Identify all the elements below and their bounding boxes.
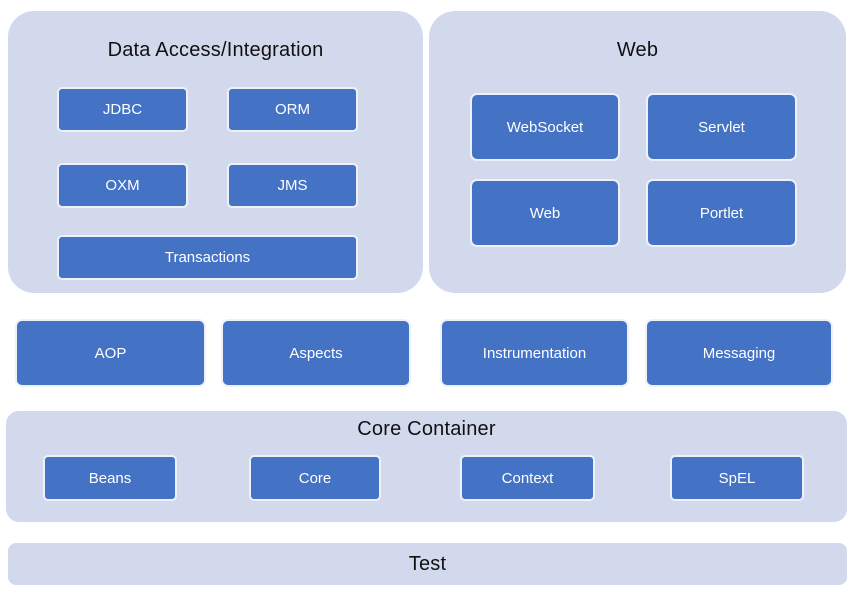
- box-context-label: Context: [501, 469, 554, 487]
- box-context: Context: [460, 455, 595, 501]
- box-portlet: Portlet: [646, 179, 797, 247]
- box-aspects: Aspects: [221, 319, 411, 387]
- box-beans-label: Beans: [88, 469, 132, 487]
- box-spel: SpEL: [670, 455, 804, 501]
- box-servlet: Servlet: [646, 93, 797, 161]
- box-spel-label: SpEL: [718, 469, 756, 487]
- box-messaging-label: Messaging: [702, 344, 776, 362]
- box-jms: JMS: [227, 163, 358, 208]
- box-orm-label: ORM: [275, 101, 310, 118]
- box-websocket: WebSocket: [470, 93, 620, 161]
- box-servlet-label: Servlet: [698, 118, 745, 136]
- panel-title-test: Test: [408, 553, 447, 575]
- panel-test: Test: [8, 543, 847, 585]
- box-jdbc-label: JDBC: [102, 101, 143, 118]
- box-transactions: Transactions: [57, 235, 358, 280]
- box-jdbc: JDBC: [57, 87, 188, 132]
- box-oxm-label: OXM: [105, 177, 140, 194]
- box-beans: Beans: [43, 455, 177, 501]
- box-instrumentation-label: Instrumentation: [482, 344, 587, 362]
- box-instrumentation: Instrumentation: [440, 319, 629, 387]
- box-websocket-label: WebSocket: [506, 118, 584, 136]
- box-orm: ORM: [227, 87, 358, 132]
- panel-title-web: Web: [616, 39, 659, 61]
- box-core: Core: [249, 455, 381, 501]
- box-aspects-label: Aspects: [289, 344, 343, 362]
- box-web: Web: [470, 179, 620, 247]
- box-jms-label: JMS: [277, 177, 308, 194]
- box-oxm: OXM: [57, 163, 188, 208]
- box-portlet-label: Portlet: [699, 204, 744, 222]
- panel-title-core-container: Core Container: [357, 418, 496, 440]
- box-transactions-label: Transactions: [164, 249, 251, 266]
- panel-title-data-access-integration: Data Access/Integration: [107, 39, 324, 61]
- box-web-label: Web: [529, 204, 561, 222]
- panel-core-container: Core Container Beans Core Context SpEL: [6, 411, 847, 522]
- box-messaging: Messaging: [645, 319, 833, 387]
- box-aop-label: AOP: [94, 344, 127, 362]
- box-core-label: Core: [298, 469, 332, 487]
- box-aop: AOP: [15, 319, 206, 387]
- panel-web: Web WebSocket Servlet Web Portlet: [429, 11, 846, 293]
- panel-data-access-integration: Data Access/Integration JDBC ORM OXM JMS…: [8, 11, 423, 293]
